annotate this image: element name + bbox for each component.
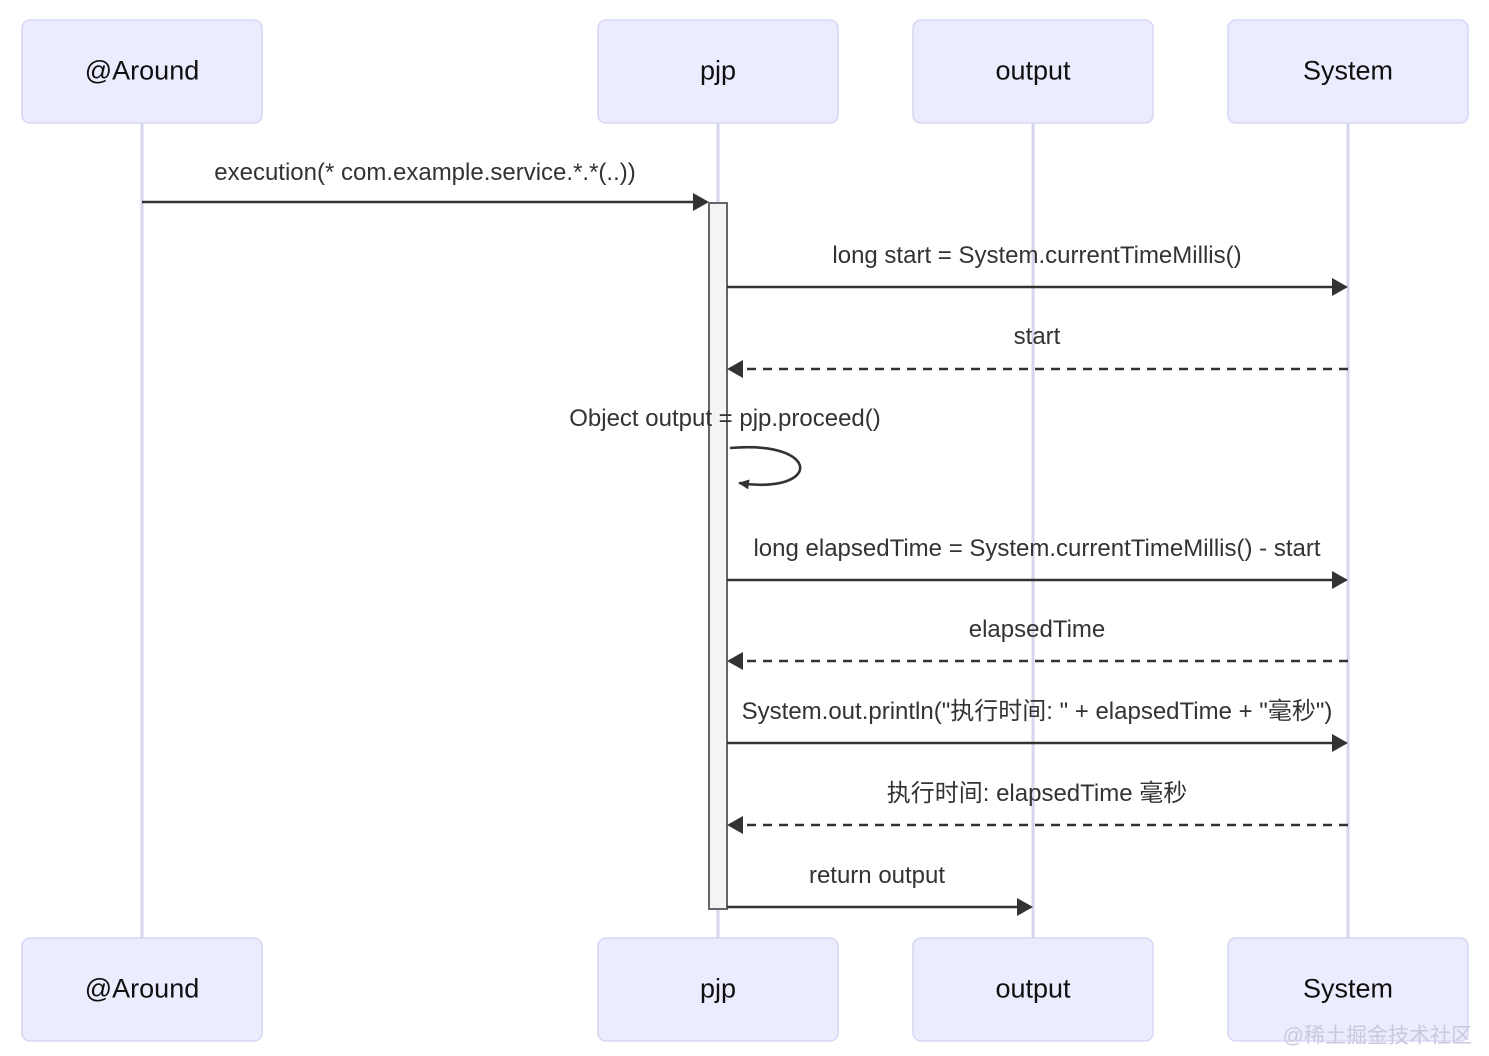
- actor-label-around: @Around: [85, 974, 199, 1004]
- message-6[interactable]: elapsedTime: [727, 616, 1348, 670]
- actor-label-pjp: pjp: [700, 56, 736, 86]
- message-label-9: return output: [809, 862, 945, 889]
- message-label-3: start: [1014, 323, 1061, 350]
- actor-label-system: System: [1303, 56, 1393, 86]
- actor-box-pjp: [597, 937, 839, 1042]
- actor-box-output: [912, 19, 1154, 124]
- message-label-2: long start = System.currentTimeMillis(): [832, 242, 1241, 269]
- actor-box-system: [1227, 937, 1469, 1042]
- message-7[interactable]: System.out.println("执行时间: " + elapsedTim…: [727, 698, 1348, 752]
- message-arrowhead-6: [727, 652, 743, 670]
- actor-label-output: output: [995, 974, 1071, 1004]
- actor-pjp-top[interactable]: pjp: [597, 19, 839, 124]
- message-arrowhead-2: [1332, 278, 1348, 296]
- actor-label-system: System: [1303, 974, 1393, 1004]
- message-label-5: long elapsedTime = System.currentTimeMil…: [753, 535, 1320, 562]
- actor-output-bottom[interactable]: output: [912, 937, 1154, 1042]
- message-2[interactable]: long start = System.currentTimeMillis(): [727, 242, 1348, 296]
- actor-pjp-bottom[interactable]: pjp: [597, 937, 839, 1042]
- message-label-8: 执行时间: elapsedTime 毫秒: [887, 780, 1188, 807]
- message-label-7: System.out.println("执行时间: " + elapsedTim…: [742, 698, 1333, 725]
- actor-output-top[interactable]: output: [912, 19, 1154, 124]
- actor-box-around: [21, 19, 263, 124]
- actor-system-top[interactable]: System: [1227, 19, 1469, 124]
- watermark-text: @稀土掘金技术社区: [1283, 1025, 1472, 1048]
- actor-label-around: @Around: [85, 56, 199, 86]
- message-arrowhead-5: [1332, 571, 1348, 589]
- message-9[interactable]: return output: [727, 862, 1033, 916]
- actor-boxes-bottom: @Around pjp output System: [21, 937, 1469, 1042]
- actor-system-bottom[interactable]: System: [1227, 937, 1469, 1042]
- message-arrowhead-7: [1332, 734, 1348, 752]
- message-5[interactable]: long elapsedTime = System.currentTimeMil…: [727, 535, 1348, 589]
- actor-box-system: [1227, 19, 1469, 124]
- message-1[interactable]: execution(* com.example.service.*.*(..)): [142, 159, 709, 211]
- activation-bar-pjp: [708, 202, 728, 910]
- message-arrowhead-8: [727, 816, 743, 834]
- message-label-1: execution(* com.example.service.*.*(..)): [214, 159, 635, 186]
- message-8[interactable]: 执行时间: elapsedTime 毫秒: [727, 780, 1348, 834]
- message-arrowhead-1: [693, 193, 709, 211]
- watermark: @稀土掘金技术社区: [1283, 1025, 1472, 1048]
- actor-boxes-top: @Around pjp output System: [21, 19, 1469, 124]
- message-arrowhead-3: [727, 360, 743, 378]
- activation-bars-group: [708, 202, 728, 910]
- message-3[interactable]: start: [727, 323, 1348, 378]
- messages-group: execution(* com.example.service.*.*(..))…: [142, 159, 1348, 916]
- message-label-4: Object output = pjp.proceed(): [569, 405, 881, 432]
- actor-box-around: [21, 937, 263, 1042]
- actor-label-pjp: pjp: [700, 974, 736, 1004]
- actor-around-top[interactable]: @Around: [21, 19, 263, 124]
- actor-box-pjp: [597, 19, 839, 124]
- actor-around-bottom[interactable]: @Around: [21, 937, 263, 1042]
- message-label-6: elapsedTime: [969, 616, 1106, 643]
- message-self-loop-path: [729, 445, 802, 490]
- message-4[interactable]: Object output = pjp.proceed(): [569, 405, 881, 490]
- message-arrowhead-9: [1017, 898, 1033, 916]
- actor-label-output: output: [995, 56, 1071, 86]
- actor-box-output: [912, 937, 1154, 1042]
